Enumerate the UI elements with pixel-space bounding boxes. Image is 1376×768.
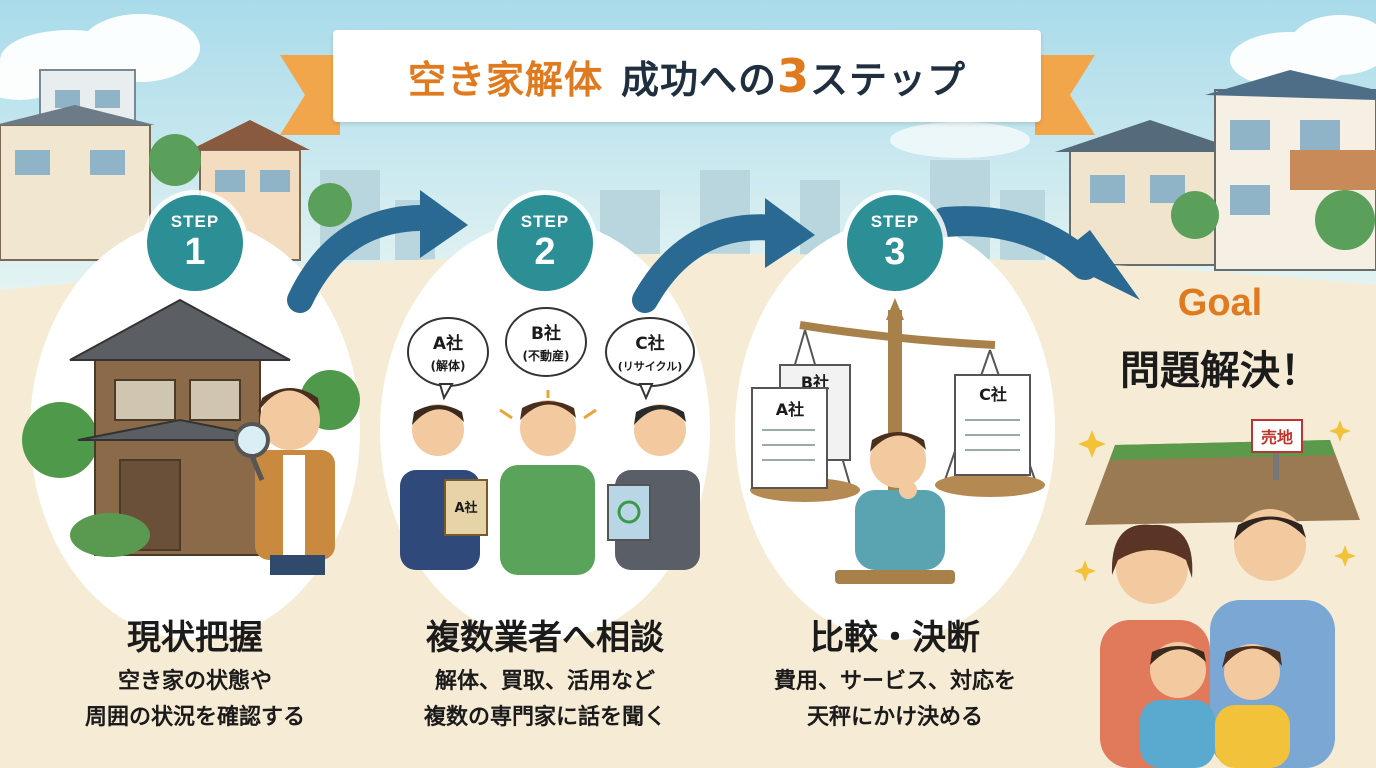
step2-badge-number: 2 <box>534 231 556 273</box>
doc-c-label: C社 <box>979 385 1007 404</box>
step2-consultants: A社 <box>400 390 700 575</box>
step3-desc-line2: 天秤にかけ決める <box>806 705 983 730</box>
step2-bubble-c: C社 (リサイクル) <box>605 317 695 401</box>
step1-badge: STEP 1 <box>147 195 243 291</box>
step2-bubble-b: B社 (不動産) <box>505 307 587 377</box>
step3-title: 比較・決断 <box>810 618 980 658</box>
step1-old-house-illustration <box>22 298 360 557</box>
goal-title: 問題解決！ <box>1120 348 1320 394</box>
bubble-b-company: B社 <box>531 323 561 344</box>
goal-label: Goal <box>1177 282 1263 324</box>
title-banner: 空き家解体 成功への 3 ステップ <box>333 30 1041 122</box>
goal-sign-text: 売地 <box>1261 428 1293 447</box>
step2-badge: STEP 2 <box>497 195 593 291</box>
arrow-step3-to-goal <box>930 206 1140 300</box>
step2-desc-line2: 複数の専門家に話を聞く <box>423 705 666 730</box>
arrow-step2-to-step3 <box>632 198 815 313</box>
step1-desc-line2: 周囲の状況を確認する <box>84 705 305 730</box>
goal-land-illustration: 売地 <box>1074 419 1360 582</box>
title-part-2: 成功への <box>620 57 777 102</box>
step3-badge-number: 3 <box>884 231 906 273</box>
step3-documents: B社 A社 C社 <box>751 364 1031 489</box>
bubble-a-company: A社 <box>433 333 463 354</box>
clipboard-label: A社 <box>454 500 477 516</box>
step2-badge-label: STEP <box>520 212 570 231</box>
step1-desc-line1: 空き家の状態や <box>117 669 272 694</box>
step1-man-with-magnifier <box>234 388 335 575</box>
step3-badge: STEP 3 <box>847 195 943 291</box>
doc-a-label: A社 <box>776 400 804 419</box>
bubble-c-role: (リサイクル) <box>618 360 683 373</box>
step1-title: 現状把握 <box>127 618 263 658</box>
banner-tail-left <box>280 55 340 135</box>
step2-title: 複数業者へ相談 <box>426 618 664 658</box>
title-part-4: ステップ <box>810 57 967 102</box>
step3-desc-line1: 費用、サービス、対応を <box>773 669 1016 694</box>
banner-tail-right <box>1035 55 1095 135</box>
step1-badge-label: STEP <box>170 212 220 231</box>
step1-badge-number: 1 <box>184 231 206 273</box>
step3-thinking-man <box>855 432 945 570</box>
step2-desc-line1: 解体、買取、活用など <box>434 669 655 694</box>
arrow-step1-to-step2 <box>287 190 468 313</box>
step2-bubble-a: A社 (解体) <box>407 317 489 401</box>
bubble-a-role: (解体) <box>431 358 466 373</box>
step3-badge-label: STEP <box>870 212 920 231</box>
bubble-b-role: (不動産) <box>523 348 570 363</box>
title-part-1: 空き家解体 <box>407 57 603 102</box>
title-part-3: 3 <box>777 49 811 103</box>
goal-family-illustration <box>1100 509 1335 768</box>
bubble-c-company: C社 <box>635 333 664 354</box>
